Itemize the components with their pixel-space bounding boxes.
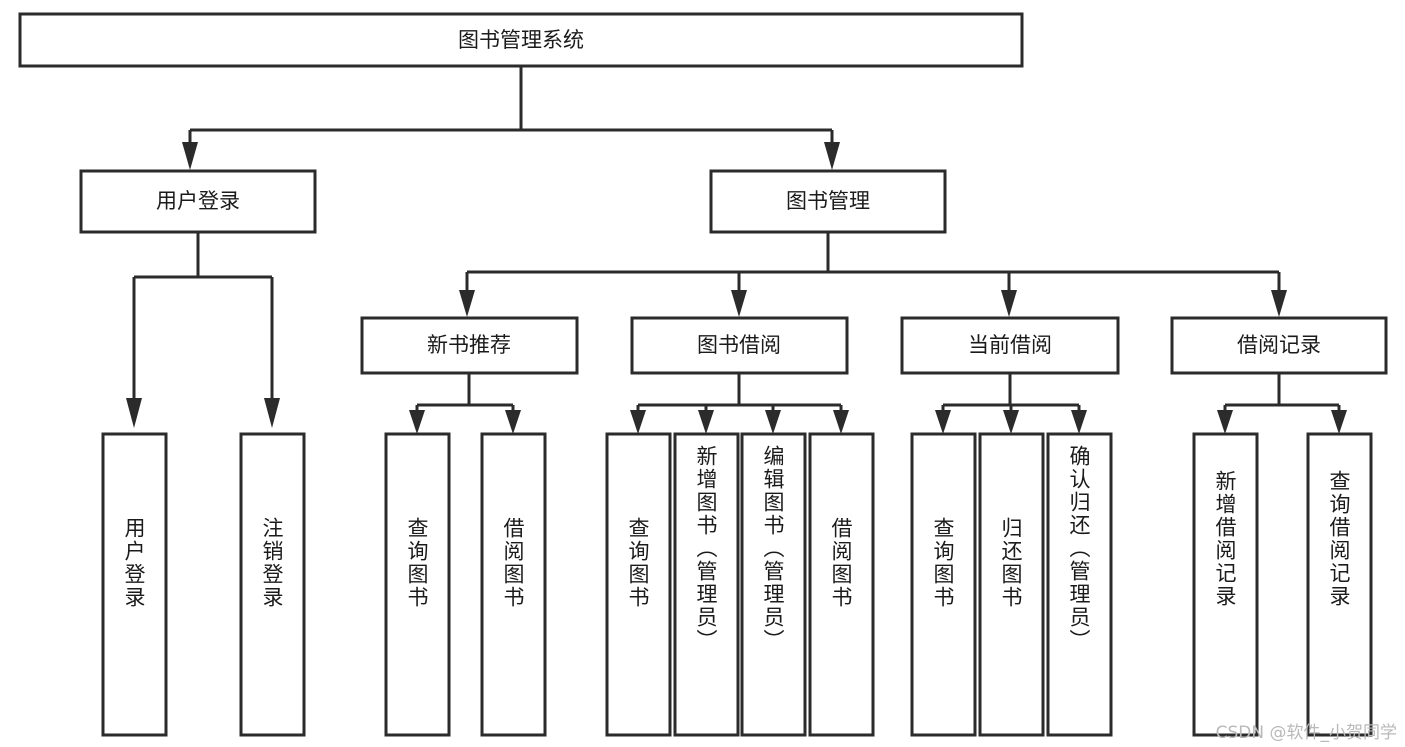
node-current-borrow-box[interactable] <box>900 316 1120 375</box>
leaf-edit-book-admin-box[interactable] <box>740 432 807 737</box>
leaf-add-borrow-record-label: 新增借阅记录 <box>1213 470 1237 608</box>
connectors-book-borrow-to-leaves <box>630 373 849 434</box>
leaf-user-login[interactable]: 用户登录 <box>101 432 168 737</box>
leaf-query-book-2-box[interactable] <box>605 432 672 737</box>
root-node-box[interactable] <box>18 12 1024 68</box>
arrow-head-new-book-recommend <box>459 290 475 317</box>
leaf-add-book-admin-box[interactable] <box>673 432 740 737</box>
leaf-confirm-return-admin[interactable]: 确认归还（管理员） <box>1046 432 1113 737</box>
node-borrow-record-box[interactable] <box>1170 316 1388 375</box>
arrow-head-leaf-query-book-3 <box>935 410 951 434</box>
arrow-head-leaf-edit-book-admin <box>765 410 781 434</box>
leaf-query-book-3-box[interactable] <box>910 432 977 737</box>
node-current-borrow-label: 当前借阅 <box>968 333 1052 357</box>
arrow-head-leaf-logout <box>264 398 280 428</box>
leaf-borrow-book-1[interactable]: 借阅图书 <box>480 432 547 737</box>
arrow-head-leaf-confirm-return-admin <box>1071 410 1087 434</box>
arrow-head-leaf-query-borrow-record <box>1331 410 1347 434</box>
node-book-borrow-box[interactable] <box>630 316 849 375</box>
arrow-head-leaf-borrow-book-2 <box>833 410 849 434</box>
node-new-book-recommend[interactable]: 新书推荐 <box>360 316 579 375</box>
node-book-borrow-label: 图书借阅 <box>697 333 781 357</box>
node-book-management[interactable]: 图书管理 <box>709 169 947 234</box>
leaf-edit-book-admin[interactable]: 编辑图书（管理员） <box>740 432 807 737</box>
arrow-head-current-borrow <box>1001 290 1017 317</box>
leaf-add-book-admin[interactable]: 新增图书（管理员） <box>673 432 740 737</box>
connectors-borrow-record-to-leaves <box>1217 373 1347 434</box>
leaf-add-borrow-record-box[interactable] <box>1192 432 1259 737</box>
leaf-query-book-2[interactable]: 查询图书 <box>605 432 672 737</box>
arrow-head-book-borrow <box>731 290 747 317</box>
node-book-management-label: 图书管理 <box>786 189 870 213</box>
arrow-head-borrow-record <box>1271 290 1287 317</box>
leaf-borrow-book-2-label: 借阅图书 <box>829 517 853 609</box>
connectors-current-borrow-to-leaves <box>935 373 1087 434</box>
leaf-query-book-3-label: 查询图书 <box>931 517 955 609</box>
arrow-head-leaf-return-book <box>1003 410 1019 434</box>
leaf-logout[interactable]: 注销登录 <box>239 432 306 737</box>
leaf-query-book-2-label: 查询图书 <box>626 517 650 609</box>
leaf-query-book-1[interactable]: 查询图书 <box>384 432 451 737</box>
connectors-book-management-to-level3 <box>459 232 1287 317</box>
leaf-user-login-label: 用户登录 <box>122 517 146 609</box>
arrow-head-leaf-query-book-2 <box>630 410 646 434</box>
leaf-query-book-1-box[interactable] <box>384 432 451 737</box>
leaf-borrow-book-1-box[interactable] <box>480 432 547 737</box>
node-current-borrow[interactable]: 当前借阅 <box>900 316 1120 375</box>
leaf-query-borrow-record-label: 查询借阅记录 <box>1327 470 1351 608</box>
leaf-query-book-3[interactable]: 查询图书 <box>910 432 977 737</box>
arrow-head-leaf-user-login <box>126 398 142 428</box>
leaf-confirm-return-admin-box[interactable] <box>1046 432 1113 737</box>
leaf-logout-box[interactable] <box>239 432 306 737</box>
leaf-query-borrow-record[interactable]: 查询借阅记录 <box>1306 432 1373 737</box>
leaf-return-book-box[interactable] <box>978 432 1045 737</box>
arrow-head-leaf-borrow-book-1 <box>505 410 521 434</box>
leaf-borrow-book-2[interactable]: 借阅图书 <box>808 432 875 737</box>
leaf-logout-label: 注销登录 <box>260 517 284 609</box>
node-user-login-box[interactable] <box>79 169 317 234</box>
node-book-borrow[interactable]: 图书借阅 <box>630 316 849 375</box>
node-new-book-recommend-label: 新书推荐 <box>427 333 511 357</box>
node-new-book-recommend-box[interactable] <box>360 316 579 375</box>
leaf-add-borrow-record[interactable]: 新增借阅记录 <box>1192 432 1259 737</box>
node-borrow-record-label: 借阅记录 <box>1237 333 1321 357</box>
root-node-library-management-system[interactable]: 图书管理系统 <box>18 12 1024 68</box>
arrow-head-book-management <box>824 142 840 170</box>
leaf-borrow-book-1-label: 借阅图书 <box>501 517 525 609</box>
node-user-login[interactable]: 用户登录 <box>79 169 317 234</box>
connectors-root-to-level2 <box>182 66 840 170</box>
root-node-label: 图书管理系统 <box>458 28 584 52</box>
leaf-edit-book-admin-label: 编辑图书（管理员） <box>761 445 785 652</box>
node-borrow-record[interactable]: 借阅记录 <box>1170 316 1388 375</box>
leaf-return-book-label: 归还图书 <box>999 517 1023 609</box>
node-user-login-label: 用户登录 <box>156 189 240 213</box>
arrow-head-leaf-add-borrow-record <box>1217 410 1233 434</box>
arrow-head-leaf-add-book-admin <box>698 410 714 434</box>
leaf-user-login-box[interactable] <box>101 432 168 737</box>
leaf-borrow-book-2-box[interactable] <box>808 432 875 737</box>
connectors-new-book-to-leaves <box>409 373 521 434</box>
leaf-return-book[interactable]: 归还图书 <box>978 432 1045 737</box>
leaf-query-borrow-record-box[interactable] <box>1306 432 1373 737</box>
arrow-head-leaf-query-book-1 <box>409 410 425 434</box>
leaf-add-book-admin-label: 新增图书（管理员） <box>694 445 718 652</box>
leaf-confirm-return-admin-label: 确认归还（管理员） <box>1067 445 1091 652</box>
connectors-user-login-to-leaves <box>126 232 280 428</box>
leaf-query-book-1-label: 查询图书 <box>405 517 429 609</box>
node-book-management-box[interactable] <box>709 169 947 234</box>
arrow-head-user-login <box>182 142 198 170</box>
